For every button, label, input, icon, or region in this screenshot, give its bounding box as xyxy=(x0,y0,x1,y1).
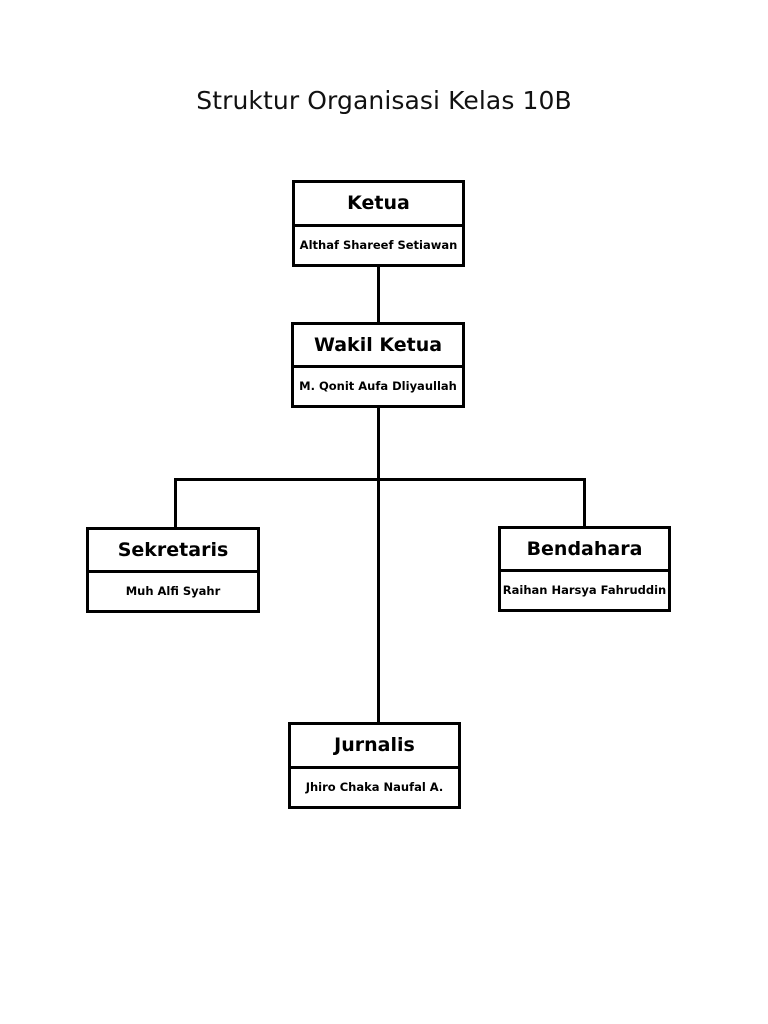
org-node-wakil-ketua-role: Wakil Ketua xyxy=(294,325,462,368)
org-node-ketua-person: Althaf Shareef Setiawan xyxy=(299,237,458,252)
connector-ketua-to-wakil-ketua xyxy=(377,267,380,323)
org-node-ketua-role: Ketua xyxy=(295,183,462,227)
connector-bar-to-sekretaris xyxy=(174,478,177,528)
org-node-bendahara-role: Bendahara xyxy=(501,529,668,572)
org-node-bendahara-person: Raihan Harsya Fahruddin xyxy=(502,582,667,597)
connector-horizontal-bar xyxy=(174,478,586,481)
org-node-sekretaris[interactable]: Sekretaris Muh Alfi Syahr xyxy=(86,527,260,613)
org-node-jurnalis-role: Jurnalis xyxy=(291,725,458,769)
org-node-bendahara[interactable]: Bendahara Raihan Harsya Fahruddin xyxy=(498,526,671,612)
org-node-wakil-ketua[interactable]: Wakil Ketua M. Qonit Aufa Dliyaullah xyxy=(291,322,465,408)
org-node-ketua[interactable]: Ketua Althaf Shareef Setiawan xyxy=(292,180,465,267)
org-node-sekretaris-role: Sekretaris xyxy=(89,530,257,573)
connector-wakil-ketua-trunk xyxy=(377,408,380,723)
org-node-sekretaris-person: Muh Alfi Syahr xyxy=(125,583,221,598)
page-title: Struktur Organisasi Kelas 10B xyxy=(196,86,572,115)
org-node-wakil-ketua-person: M. Qonit Aufa Dliyaullah xyxy=(299,378,457,393)
connector-bar-to-bendahara xyxy=(583,478,586,527)
org-node-jurnalis-person: Jhiro Chaka Naufal A. xyxy=(305,779,444,794)
org-node-jurnalis[interactable]: Jurnalis Jhiro Chaka Naufal A. xyxy=(288,722,461,809)
